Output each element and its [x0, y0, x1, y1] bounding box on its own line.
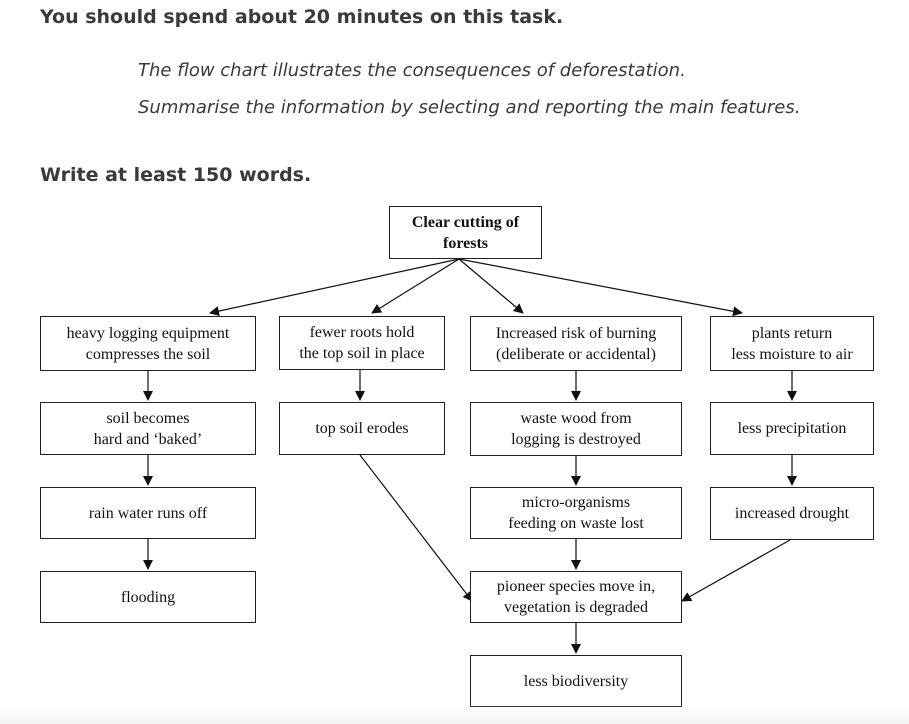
node-pioneer-species: pioneer species move in, vegetation is d…: [470, 571, 682, 623]
arrow-root-to-burning: [458, 258, 524, 314]
task-time-instruction: You should spend about 20 minutes on thi…: [40, 6, 564, 28]
node-clear-cutting: Clear cutting of forests: [389, 206, 542, 259]
node-plants-moisture: plants return less moisture to air: [710, 316, 874, 371]
task-prompt-line-1: The flow chart illustrates the consequen…: [138, 60, 686, 81]
node-micro-organisms: micro-organisms feeding on waste lost: [470, 487, 682, 539]
node-fewer-roots: fewer roots hold the top soil in place: [279, 316, 445, 370]
arrow-root-to-roots: [371, 258, 460, 314]
node-heavy-logging: heavy logging equipment compresses the s…: [40, 316, 256, 371]
node-topsoil-erodes: top soil erodes: [279, 402, 445, 455]
bottom-shadow: [0, 704, 909, 724]
node-less-biodiversity: less biodiversity: [470, 655, 682, 707]
node-burning-risk: Increased risk of burning (deliberate or…: [470, 316, 682, 371]
word-count-instruction: Write at least 150 words.: [40, 164, 312, 186]
arrow-drought-to-pioneer: [681, 539, 791, 602]
task-prompt-line-2: Summarise the information by selecting a…: [138, 97, 801, 118]
node-increased-drought: increased drought: [710, 487, 874, 540]
node-flooding: flooding: [40, 571, 256, 623]
arrow-root-to-moisture: [458, 258, 743, 317]
node-soil-hard: soil becomes hard and ‘baked’: [40, 402, 256, 455]
arrow-erodes-to-pioneer: [359, 454, 473, 602]
node-rain-runoff: rain water runs off: [40, 487, 256, 539]
arrow-root-to-logging: [209, 258, 460, 316]
node-waste-wood: waste wood from logging is destroyed: [470, 402, 682, 456]
node-less-precipitation: less precipitation: [710, 402, 874, 455]
